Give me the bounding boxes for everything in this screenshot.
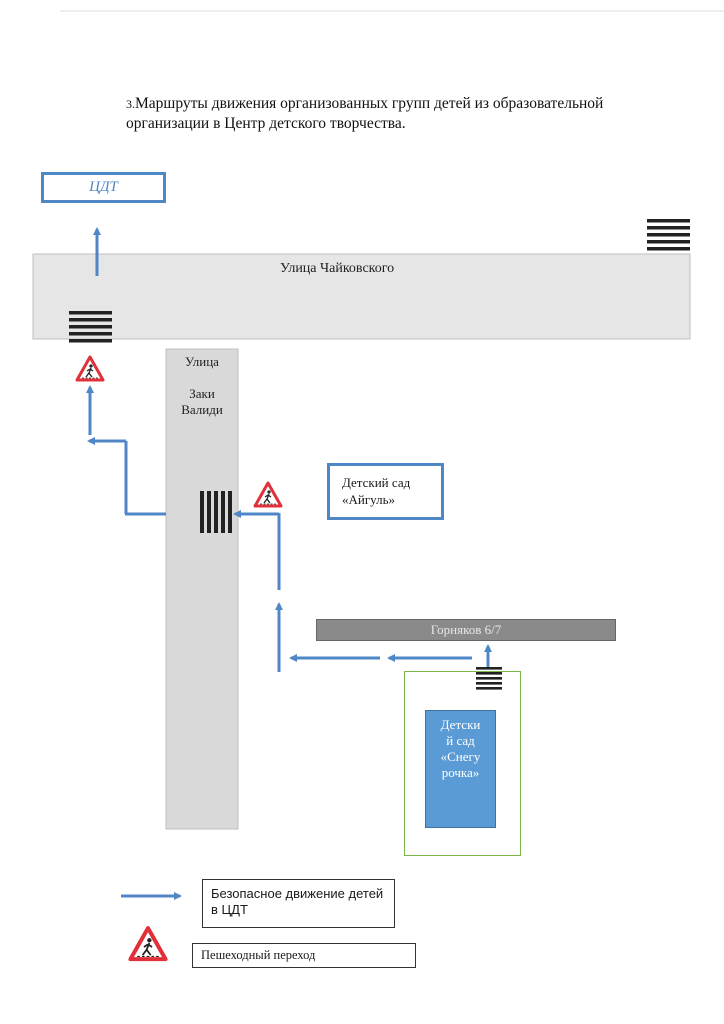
legend-crossing: Пешеходный переход [192,943,416,968]
road-zaki-validi [165,348,239,830]
safe-route [86,227,492,672]
road-chaikovskogo [32,253,691,340]
cdt-building: ЦДТ [41,172,166,203]
zebra-crossing-icon [647,219,690,251]
legend-pedestrian-sign-icon [130,928,165,959]
zebra-crossing-icon [476,667,502,690]
zebra-crossing-icon [69,311,112,343]
street-label-chaikovskogo: Улица Чайковского [280,261,395,276]
kindergarten-aigul: Детский сад «Айгуль» [327,463,444,520]
cdt-label: ЦДТ [89,179,118,195]
gornyakov-label: Горняков 6/7 [430,622,502,637]
kindergarten-yard [404,671,521,856]
street-label-zaki-validi: Улица Заки Валиди [181,354,223,417]
road-gornyakov: Горняков 6/7 [316,619,616,641]
zebra-crossing-icon [200,491,232,533]
pedestrian-crossing-sign-icon [253,481,283,508]
pedestrian-crossing-sign-icon [75,355,105,382]
page-title: 3.Маршруты движения организованных групп… [126,95,604,132]
kindergarten-snegurochka: Детски й сад «Снегу рочка» [425,710,496,828]
legend-route: Безопасное движение детей в ЦДТ [202,879,395,928]
